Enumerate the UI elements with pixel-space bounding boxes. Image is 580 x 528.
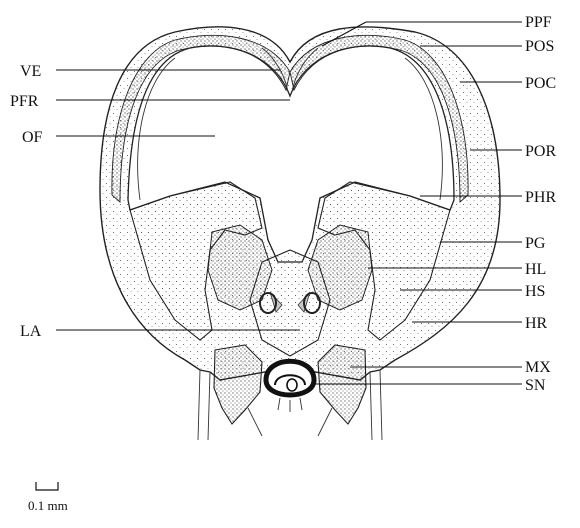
label-pg: PG bbox=[525, 235, 546, 252]
label-hs: HS bbox=[525, 283, 545, 300]
label-sn: SN bbox=[525, 377, 546, 394]
label-ve: VE bbox=[20, 63, 41, 80]
label-la: LA bbox=[20, 323, 42, 340]
label-mx: MX bbox=[525, 359, 551, 376]
scale-bar-label: 0.1 mm bbox=[28, 498, 68, 513]
label-pfr: PFR bbox=[10, 93, 39, 110]
left-maxilla bbox=[214, 345, 262, 424]
label-phr: PHR bbox=[525, 189, 556, 206]
labium bbox=[250, 250, 330, 356]
label-pos: POS bbox=[525, 38, 554, 55]
scale-bar bbox=[36, 482, 58, 490]
label-hr: HR bbox=[525, 315, 548, 332]
label-por: POR bbox=[525, 143, 556, 160]
label-ppf: PPF bbox=[525, 14, 552, 31]
label-hl: HL bbox=[525, 261, 546, 278]
label-of: OF bbox=[22, 129, 43, 146]
label-poc: POC bbox=[525, 75, 556, 92]
